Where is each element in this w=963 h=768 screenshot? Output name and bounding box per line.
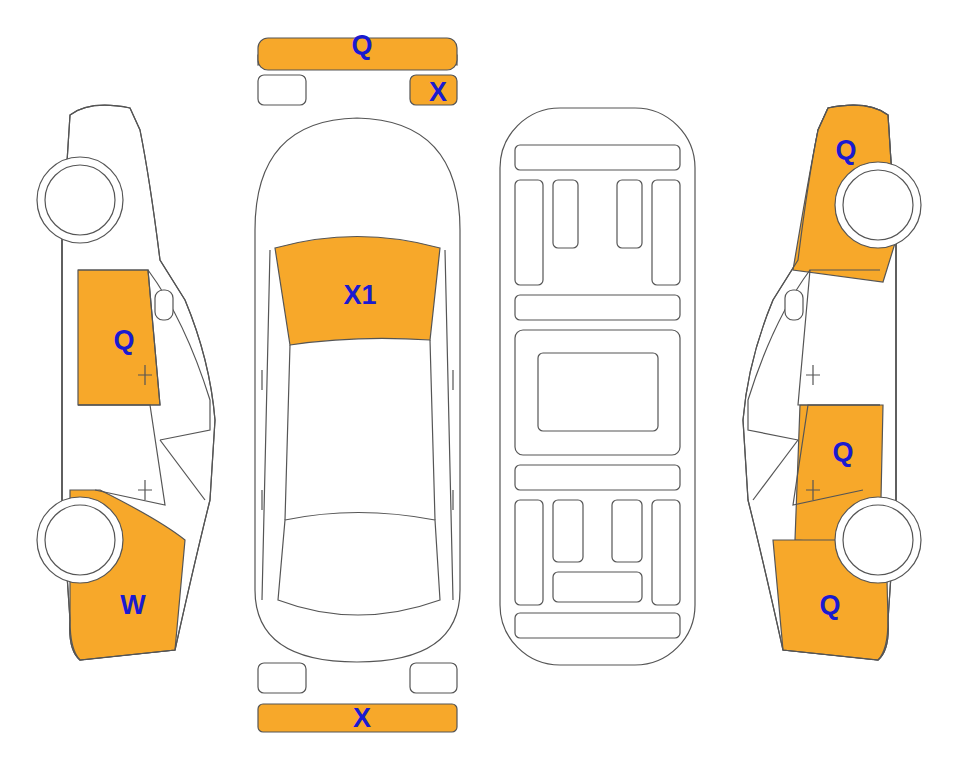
left-side-view [37, 105, 215, 660]
damage-code: X1 [343, 282, 376, 309]
right-side-view [743, 105, 921, 660]
top-view [255, 38, 460, 732]
damage-code: X [429, 79, 447, 106]
damage-code: Q [113, 327, 134, 354]
damage-code: X [353, 705, 371, 732]
damage-code: Q [819, 592, 840, 619]
underside-view [500, 108, 695, 665]
damage-code: Q [832, 439, 853, 466]
damage-code: W [120, 592, 145, 619]
damage-code: Q [351, 32, 372, 59]
damage-code: Q [835, 137, 856, 164]
